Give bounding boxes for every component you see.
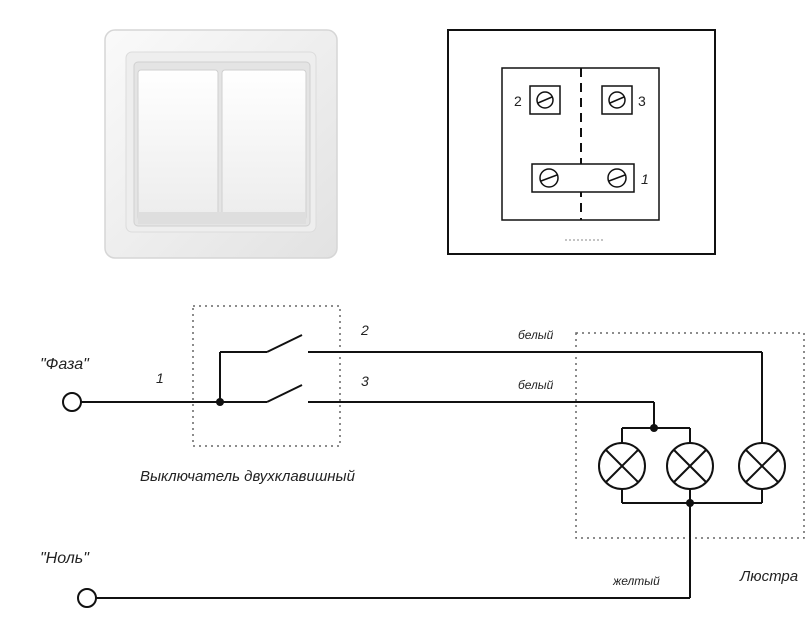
chandelier-label: Люстра <box>739 568 798 585</box>
switch-contact-3 <box>266 384 303 403</box>
line-label-3: 3 <box>361 373 369 389</box>
switch-contact-2 <box>266 334 303 353</box>
wire-label-yellow: желтый <box>612 574 660 588</box>
line-label-2: 2 <box>360 322 369 338</box>
schematic <box>62 305 805 608</box>
screw-terminal-2 <box>529 85 561 115</box>
switch-caption: Выключатель двухклавишный <box>140 468 356 485</box>
lamp-2 <box>666 442 714 490</box>
phase-label: "Фаза" <box>40 356 90 373</box>
terminal-label-1: 1 <box>641 171 649 187</box>
screw-terminal-3 <box>601 85 633 115</box>
wire-label-white-1: белый <box>518 328 554 342</box>
phase-terminal <box>62 392 82 412</box>
terminal-block-drawing: 2 3 1 <box>447 29 716 255</box>
neutral-terminal <box>77 588 97 608</box>
terminal-label-2: 2 <box>514 93 522 109</box>
lamp-1 <box>598 442 646 490</box>
terminal-label-3: 3 <box>638 93 646 109</box>
right-key <box>221 69 307 221</box>
switch-box <box>192 305 341 447</box>
switch-photo <box>104 29 338 259</box>
line-label-1: 1 <box>156 370 164 386</box>
left-key <box>137 69 219 221</box>
wire-label-white-2: белый <box>518 378 554 392</box>
screw-terminal-1 <box>531 163 635 193</box>
neutral-label: "Ноль" <box>40 550 90 567</box>
lamp-3 <box>738 442 786 490</box>
